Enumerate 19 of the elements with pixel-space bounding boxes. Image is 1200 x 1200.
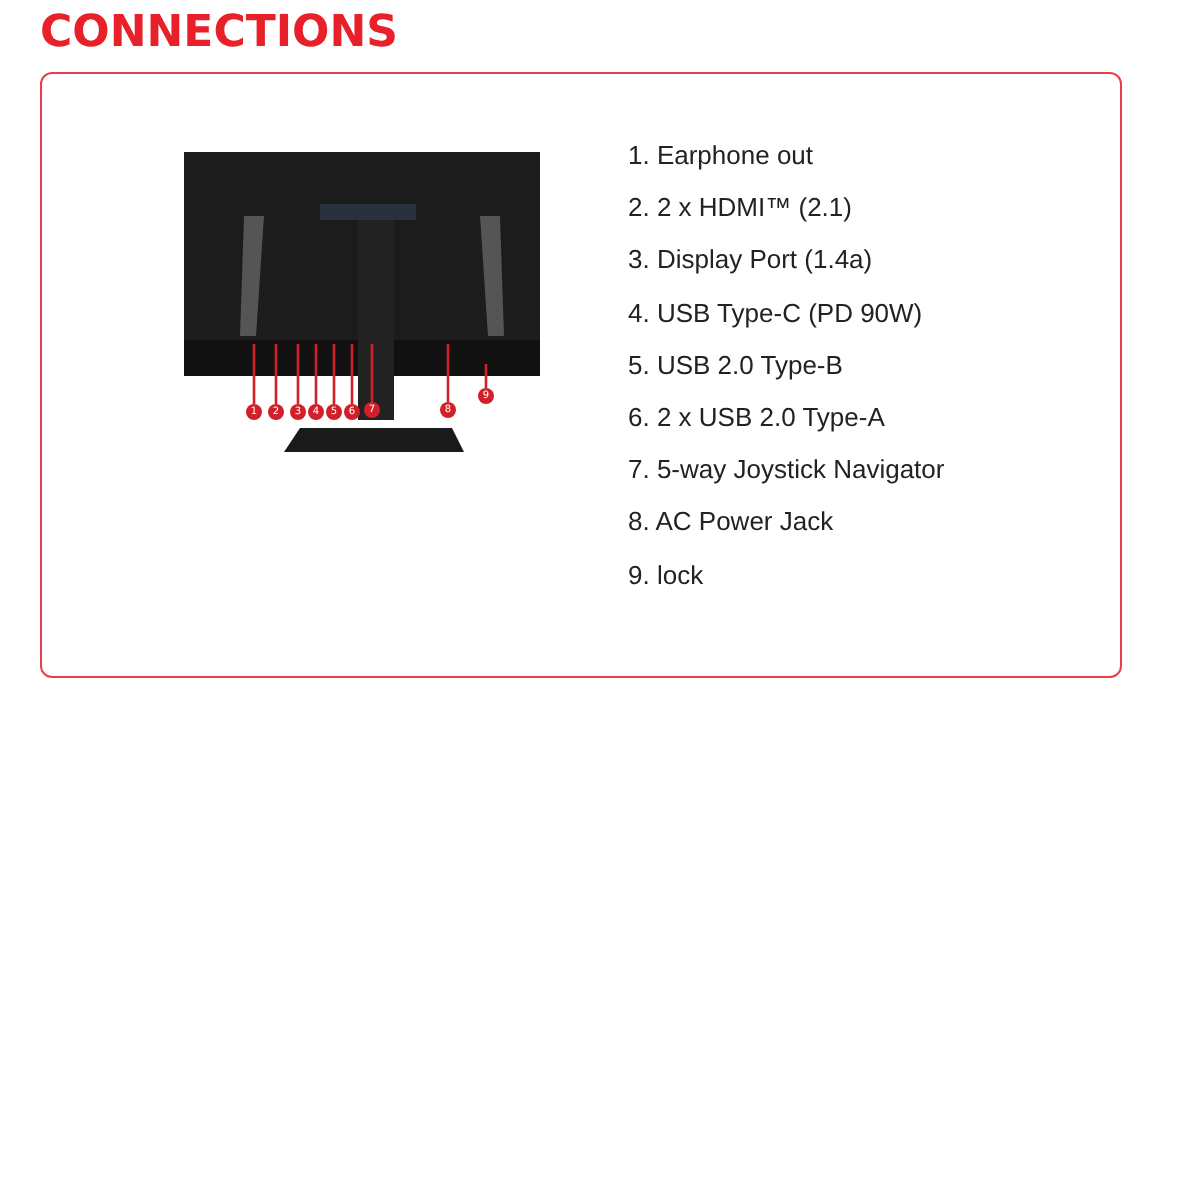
connection-list-item: 5. USB 2.0 Type-B xyxy=(628,349,843,380)
connection-list-item: 3. Display Port (1.4a) xyxy=(628,244,873,275)
leader-line xyxy=(370,344,374,402)
leader-line xyxy=(446,344,450,402)
leader-line xyxy=(332,344,336,404)
connection-list-item: 6. 2 x USB 2.0 Type-A xyxy=(628,402,885,432)
connection-list-item: 2. 2 x HDMI™ (2.1) xyxy=(628,192,852,223)
leader-line xyxy=(296,344,300,404)
leader-line xyxy=(484,364,488,388)
leader-line xyxy=(274,344,278,404)
heading: CONNECTIONS xyxy=(40,8,398,58)
leader-line xyxy=(350,344,354,404)
connection-list-item: 7. 5-way Joystick Navigator xyxy=(628,454,945,485)
connection-list-item: 4. USB Type-C (PD 90W) xyxy=(628,297,923,328)
connection-list-item: 8. AC Power Jack xyxy=(628,506,834,537)
leader-line xyxy=(314,344,318,404)
leader-line xyxy=(252,344,256,404)
connection-list-item: 1. Earphone out xyxy=(628,140,814,170)
connection-list-item: 9. lock xyxy=(628,559,704,590)
